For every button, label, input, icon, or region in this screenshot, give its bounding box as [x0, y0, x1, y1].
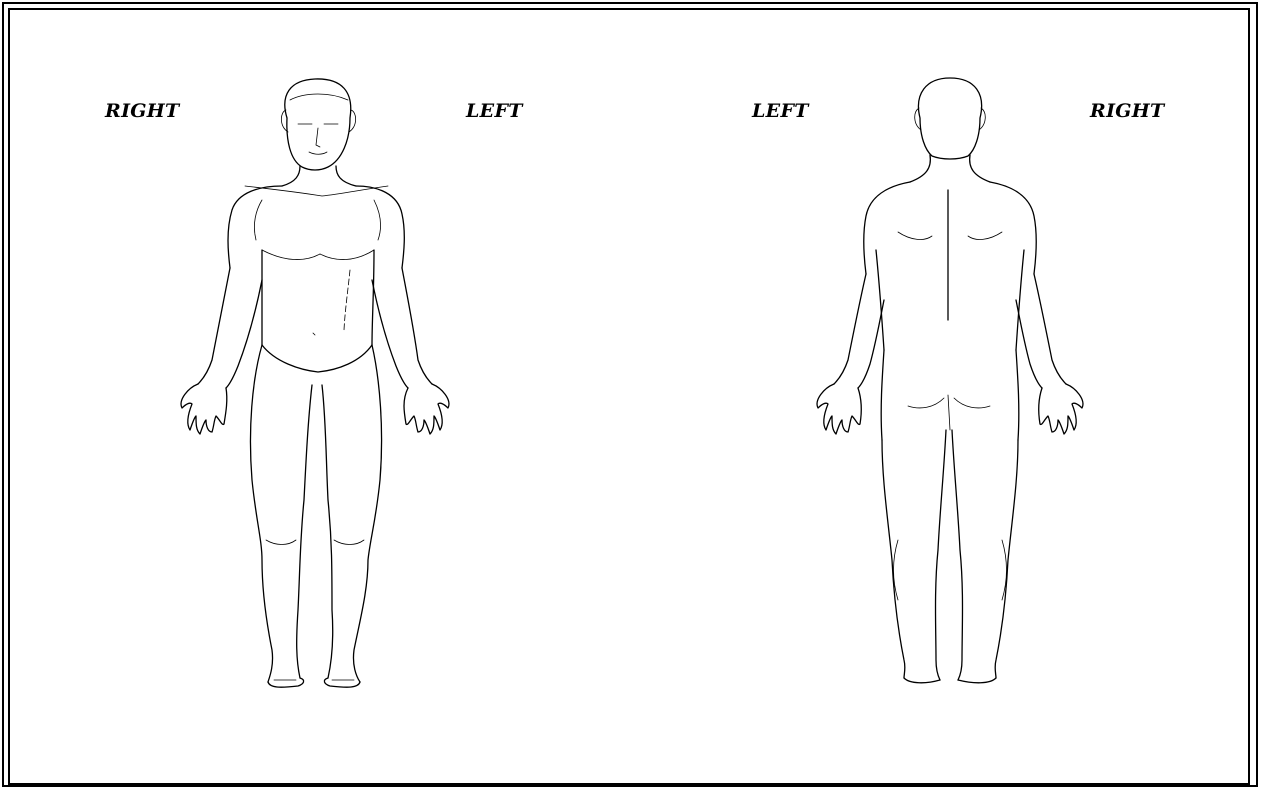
back-body-figure	[0, 0, 1262, 789]
